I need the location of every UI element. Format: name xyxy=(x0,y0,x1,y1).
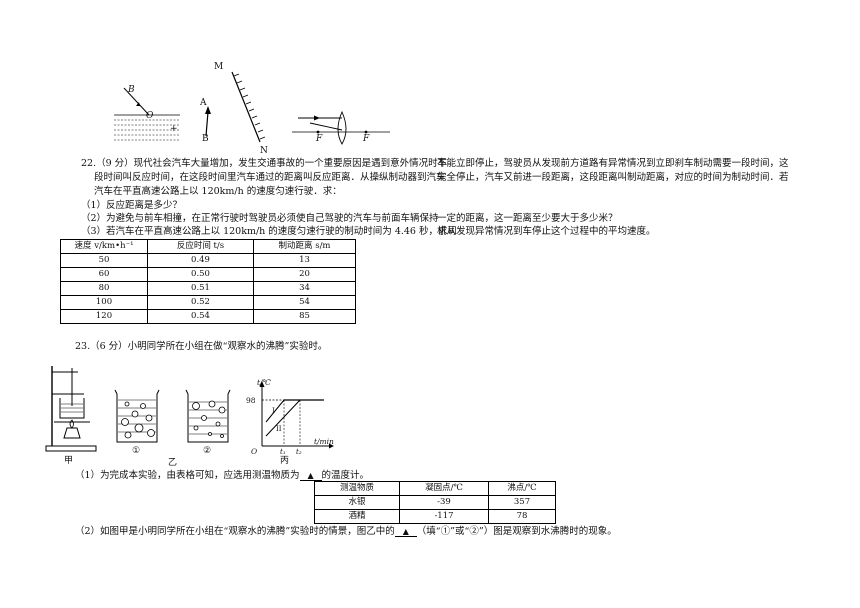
label-yi: 乙 xyxy=(168,458,178,468)
refraction-diagram xyxy=(114,87,180,141)
lens-diagram xyxy=(292,110,390,145)
table-header: 凝固点/℃ xyxy=(399,481,489,496)
table-cell: 85 xyxy=(253,309,356,324)
label-circle-1: ① xyxy=(132,446,141,456)
table-cell: 0.51 xyxy=(147,281,254,296)
table-cell: -39 xyxy=(399,495,489,510)
cross-mark: + xyxy=(170,124,178,134)
table-row: 100 0.52 54 xyxy=(60,295,356,310)
table-header: 沸点/℃ xyxy=(488,481,556,496)
label-m: M xyxy=(214,62,224,72)
mirror-diagram xyxy=(231,71,266,143)
table-header: 速度 v/km•h⁻¹ xyxy=(60,239,148,254)
table-cell: 50 xyxy=(60,253,148,268)
graph-y98: 98 xyxy=(246,396,256,405)
temperature-graph xyxy=(259,381,334,449)
blank-mark: ▲ xyxy=(402,527,409,536)
graph-line-ii: II xyxy=(276,425,282,433)
q23-title: 23.（6 分）小明同学所在小组在做“观察水的沸腾”实验时。 xyxy=(75,341,328,352)
graph-line-i: I xyxy=(272,407,275,415)
graph-origin: O xyxy=(251,447,258,456)
q22-line-3: 汽车在平直高速公路上以 120km/h 的速度匀速行驶．求： xyxy=(94,186,342,197)
label-jia: 甲 xyxy=(64,456,74,466)
label-n: N xyxy=(260,146,268,156)
q22-line-1: 22.（9 分）现代社会汽车大量增加，发生交通事故的一个重要原因是遇到意外情况时… xyxy=(81,158,448,169)
graph-t1: t₁ xyxy=(280,448,286,456)
graph-t2: t₂ xyxy=(296,448,302,456)
label-bing: 丙 xyxy=(280,456,290,466)
beaker-1 xyxy=(114,389,160,443)
blank-mark: ▲ xyxy=(307,471,314,480)
focus-left-label: F xyxy=(316,134,323,144)
beaker-2 xyxy=(185,389,231,443)
table-cell: 20 xyxy=(253,267,356,282)
table-header: 制动距离 s/m xyxy=(253,239,356,254)
table-cell: 0.54 xyxy=(147,309,254,324)
table-row: 酒精 -117 78 xyxy=(314,509,556,524)
table-cell: 78 xyxy=(488,509,556,524)
table-cell: 54 xyxy=(253,295,356,310)
label-b: B xyxy=(202,134,209,144)
table-row: 80 0.51 34 xyxy=(60,281,356,296)
table-cell: 0.52 xyxy=(147,295,254,310)
graph-ylabel: t/℃ xyxy=(257,378,271,387)
table-cell: 34 xyxy=(253,281,356,296)
table-header: 反应时间 t/s xyxy=(147,239,254,254)
answer-blank-2[interactable]: ▲ xyxy=(394,526,417,537)
table-header: 测温物质 xyxy=(314,481,400,496)
table-cell: 80 xyxy=(60,281,148,296)
table-row: 60 0.50 20 xyxy=(60,267,356,282)
table-cell: 60 xyxy=(60,267,148,282)
table-header-row: 测温物质 凝固点/℃ 沸点/℃ xyxy=(314,481,556,496)
table-cell: 13 xyxy=(253,253,356,268)
q23-substance-table: 测温物质 凝固点/℃ 沸点/℃ 水银 -39 357 酒精 -117 78 xyxy=(314,481,556,524)
answer-blank-1[interactable]: ▲ xyxy=(299,470,322,481)
table-cell: 0.49 xyxy=(147,253,254,268)
q22-sub-3-right: 机从发现异常情况到车停止这个过程中的平均速度。 xyxy=(437,226,656,237)
q22-data-table: 速度 v/km•h⁻¹ 反应时间 t/s 制动距离 s/m 50 0.49 13… xyxy=(60,239,356,324)
q23-part-2: （2）如图甲是小明同学所在小组在“观察水的沸腾”实验时的情景，图乙中的 ▲ （填“①… xyxy=(75,526,617,538)
table-row: 50 0.49 13 xyxy=(60,253,356,268)
q23-part-1: （1）为完成本实验，由表格可知，应选用测温物质为 ▲ 的温度计。 xyxy=(75,470,369,482)
table-cell: 0.50 xyxy=(147,267,254,282)
point-label-o: O xyxy=(146,111,154,121)
q22-line-1-right: 不能立即停止，驾驶员从发现前方道路有异常情况到立即刹车制动需要一段时间，这 xyxy=(437,158,789,169)
ray-label-b: B xyxy=(128,85,135,95)
table-cell: 100 xyxy=(60,295,148,310)
label-circle-2: ② xyxy=(203,446,212,456)
table-row: 水银 -39 357 xyxy=(314,495,556,510)
table-header-row: 速度 v/km•h⁻¹ 反应时间 t/s 制动距离 s/m xyxy=(60,239,356,254)
table-row: 120 0.54 85 xyxy=(60,309,356,324)
q22-line-2-right: 完全停止，汽车又前进一段距离，这段距离叫制动距离，对应的时间为制动时间．若 xyxy=(437,172,789,183)
table-cell: 120 xyxy=(60,309,148,324)
q22-sub-3: （3）若汽车在平直高速公路上以 120km/h 的速度匀速行驶的制动时间为 4.… xyxy=(81,226,457,237)
arrows-diagram xyxy=(205,106,211,137)
q23-part-1-tail: 的温度计。 xyxy=(321,470,370,481)
q23-part-2-tail: （填“①”或“②”）图是观察到水沸腾时的现象。 xyxy=(416,526,617,537)
q23-part-2-text: （2）如图甲是小明同学所在小组在“观察水的沸腾”实验时的情景，图乙中的 xyxy=(75,526,395,537)
q22-line-2: 段时间叫反应时间，在这段时间里汽车通过的距离叫反应距离．从操纵制动器到汽车 xyxy=(94,172,446,183)
q22-sub-2: （2）为避免与前车相撞，在正常行驶时驾驶员必须使自己驾驶的汽车与前面车辆保持 xyxy=(81,213,439,224)
focus-right-label: F xyxy=(363,134,370,144)
table-cell: 357 xyxy=(488,495,556,510)
table-cell: -117 xyxy=(399,509,489,524)
q23-part-1-text: （1）为完成本实验，由表格可知，应选用测温物质为 xyxy=(75,470,300,481)
table-cell: 酒精 xyxy=(314,509,400,524)
graph-xlabel: t/min xyxy=(314,437,334,446)
label-a: A xyxy=(200,98,207,108)
apparatus-jia xyxy=(45,366,97,452)
q22-sub-1: （1）反应距离是多少？ xyxy=(81,200,183,211)
table-cell: 水银 xyxy=(314,495,400,510)
q22-sub-2-right: 一定的距离，这一距离至少要大于多少米？ xyxy=(437,213,618,224)
